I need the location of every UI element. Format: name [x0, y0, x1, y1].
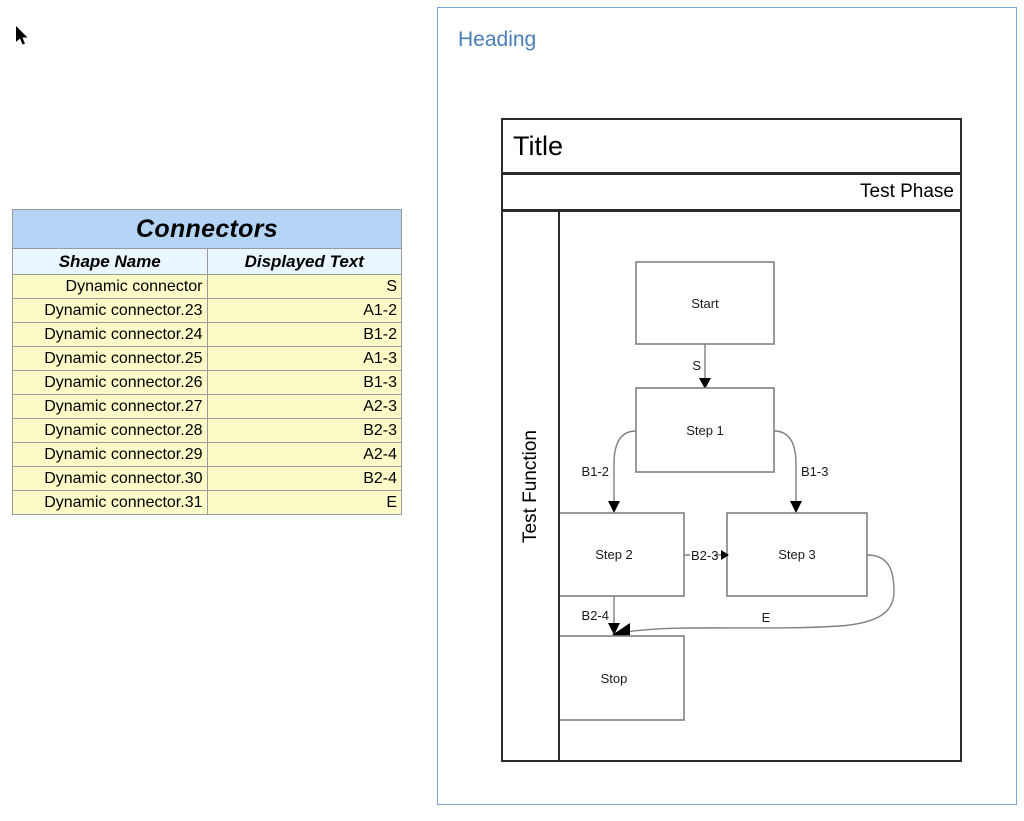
table-row: Dynamic connector.25 A1-3: [12, 346, 402, 371]
cell-shape-name: Dynamic connector.27: [12, 394, 208, 419]
table-title: Connectors: [12, 209, 402, 249]
diagram-title-text: Title: [513, 130, 564, 161]
cell-shape-name: Dynamic connector.30: [12, 466, 208, 491]
table-row: Dynamic connector.31 E: [12, 490, 402, 515]
edge-e-arrowhead: [612, 623, 630, 639]
cell-shape-name: Dynamic connector.29: [12, 442, 208, 467]
cell-shape-name: Dynamic connector.23: [12, 298, 208, 323]
column-header-displayed-text: Displayed Text: [206, 248, 402, 275]
node-step1: [635, 387, 775, 473]
edge-b2-4-label: B2-4: [582, 608, 609, 623]
node-stop-label: Stop: [601, 671, 628, 686]
cell-shape-name: Dynamic connector.26: [12, 370, 208, 395]
node-step3-label: Step 3: [778, 547, 816, 562]
edge-s-label: S: [692, 358, 701, 373]
cell-displayed-text: B2-3: [206, 418, 402, 443]
table-header-row: Shape Name Displayed Text: [12, 248, 402, 275]
table-row: Dynamic connector.26 B1-3: [12, 370, 402, 395]
cell-displayed-text: B1-2: [206, 322, 402, 347]
node-step2-label: Step 2: [595, 547, 633, 562]
diagram-panel: Heading Title Test Phase Test Function S…: [437, 7, 1017, 805]
cell-displayed-text: B1-3: [206, 370, 402, 395]
cell-displayed-text: S: [206, 274, 402, 299]
table-row: Dynamic connector.29 A2-4: [12, 442, 402, 467]
edge-b1-3-label: B1-3: [801, 464, 828, 479]
diagram-phase-band: Test Phase: [501, 173, 962, 211]
cell-shape-name: Dynamic connector.25: [12, 346, 208, 371]
swimlane-diagram: Title Test Phase Test Function Start S S…: [501, 118, 962, 762]
table-row: Dynamic connector.24 B1-2: [12, 322, 402, 347]
table-row: Dynamic connector.27 A2-3: [12, 394, 402, 419]
node-step1-label: Step 1: [686, 423, 724, 438]
table-row: Dynamic connector.28 B2-3: [12, 418, 402, 443]
connectors-table: Connectors Shape Name Displayed Text Dyn…: [12, 209, 402, 515]
node-start-label: Start: [691, 296, 719, 311]
table-row: Dynamic connector.30 B2-4: [12, 466, 402, 491]
mouse-pointer-icon: [16, 26, 28, 45]
edge-b1-3: [773, 430, 797, 502]
column-header-shape-name: Shape Name: [12, 248, 208, 275]
panel-heading: Heading: [458, 28, 537, 51]
edge-b2-3-arrowhead: [721, 550, 729, 560]
swimlane-body: Test Function Start S Step 1 B1-2: [501, 210, 962, 762]
cell-displayed-text: A1-3: [206, 346, 402, 371]
table-row: Dynamic connector.23 A1-2: [12, 298, 402, 323]
node-start: [635, 261, 775, 345]
swimlane-label: Test Function: [503, 212, 560, 760]
edge-b1-2: [613, 430, 637, 502]
edge-b2-3-label: B2-3: [691, 548, 718, 563]
node-stop: [560, 635, 685, 721]
edge-e-label: E: [762, 610, 771, 625]
diagram-title-band: Title: [501, 118, 962, 174]
edge-b1-2-label: B1-2: [582, 464, 609, 479]
table-title-row: Connectors: [12, 209, 402, 249]
flowchart-svg: Start S Step 1 B1-2 B1-3 Step 2: [560, 261, 895, 721]
cell-shape-name: Dynamic connector.24: [12, 322, 208, 347]
table-row: Dynamic connector S: [12, 274, 402, 299]
cell-shape-name: Dynamic connector: [12, 274, 208, 299]
cell-shape-name: Dynamic connector.31: [12, 490, 208, 515]
edge-s-arrowhead: [699, 378, 711, 389]
edge-b1-3-arrowhead: [790, 501, 802, 513]
edge-b2-4-arrowhead: [608, 623, 620, 635]
cell-shape-name: Dynamic connector.28: [12, 418, 208, 443]
edge-e: [625, 554, 895, 633]
edge-b1-2-arrowhead: [608, 501, 620, 513]
diagram-phase-text: Test Phase: [860, 181, 954, 202]
swimlane-label-text: Test Function: [519, 429, 541, 543]
cell-displayed-text: A2-3: [206, 394, 402, 419]
cell-displayed-text: E: [206, 490, 402, 515]
cell-displayed-text: B2-4: [206, 466, 402, 491]
cell-displayed-text: A2-4: [206, 442, 402, 467]
cell-displayed-text: A1-2: [206, 298, 402, 323]
